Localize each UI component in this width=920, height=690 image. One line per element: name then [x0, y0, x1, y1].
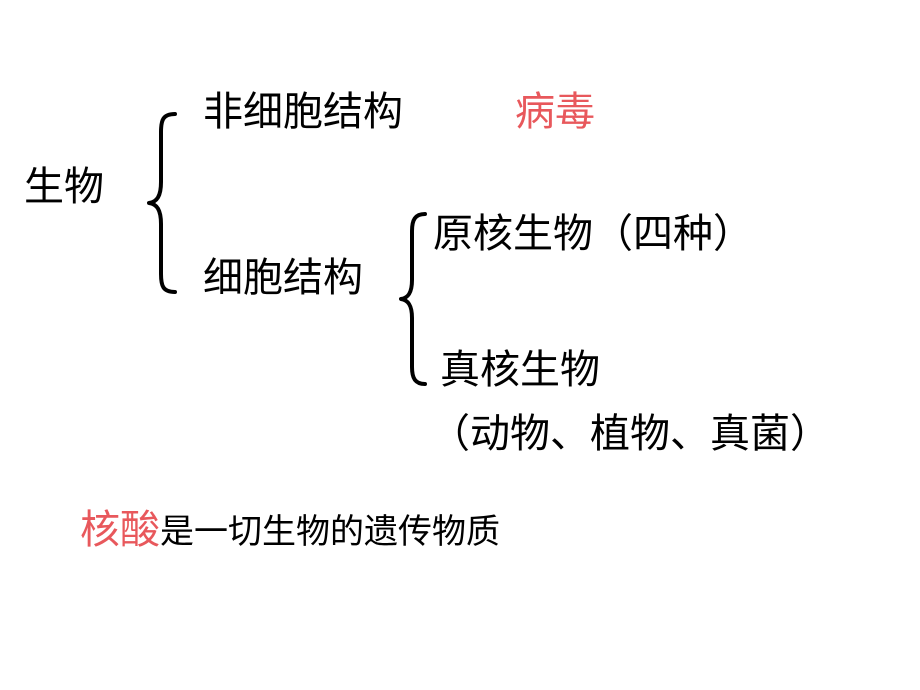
cellular-label: 细胞结构	[203, 255, 363, 301]
nucleic-acid-highlight: 核酸	[80, 507, 160, 553]
prokaryote-label: 原核生物（四种）	[433, 211, 753, 257]
root-label: 生物	[24, 164, 104, 210]
eukaryote-examples: （动物、植物、真菌）	[430, 411, 830, 457]
virus-label: 病毒	[515, 89, 595, 135]
eukaryote-label: 真核生物	[440, 347, 600, 393]
cellular-brace	[399, 212, 427, 386]
nucleic-acid-note: 核酸是一切生物的遗传物质	[80, 506, 500, 556]
main-brace	[147, 112, 177, 294]
noncellular-label: 非细胞结构	[203, 89, 403, 135]
nucleic-acid-text: 是一切生物的遗传物质	[160, 512, 500, 552]
